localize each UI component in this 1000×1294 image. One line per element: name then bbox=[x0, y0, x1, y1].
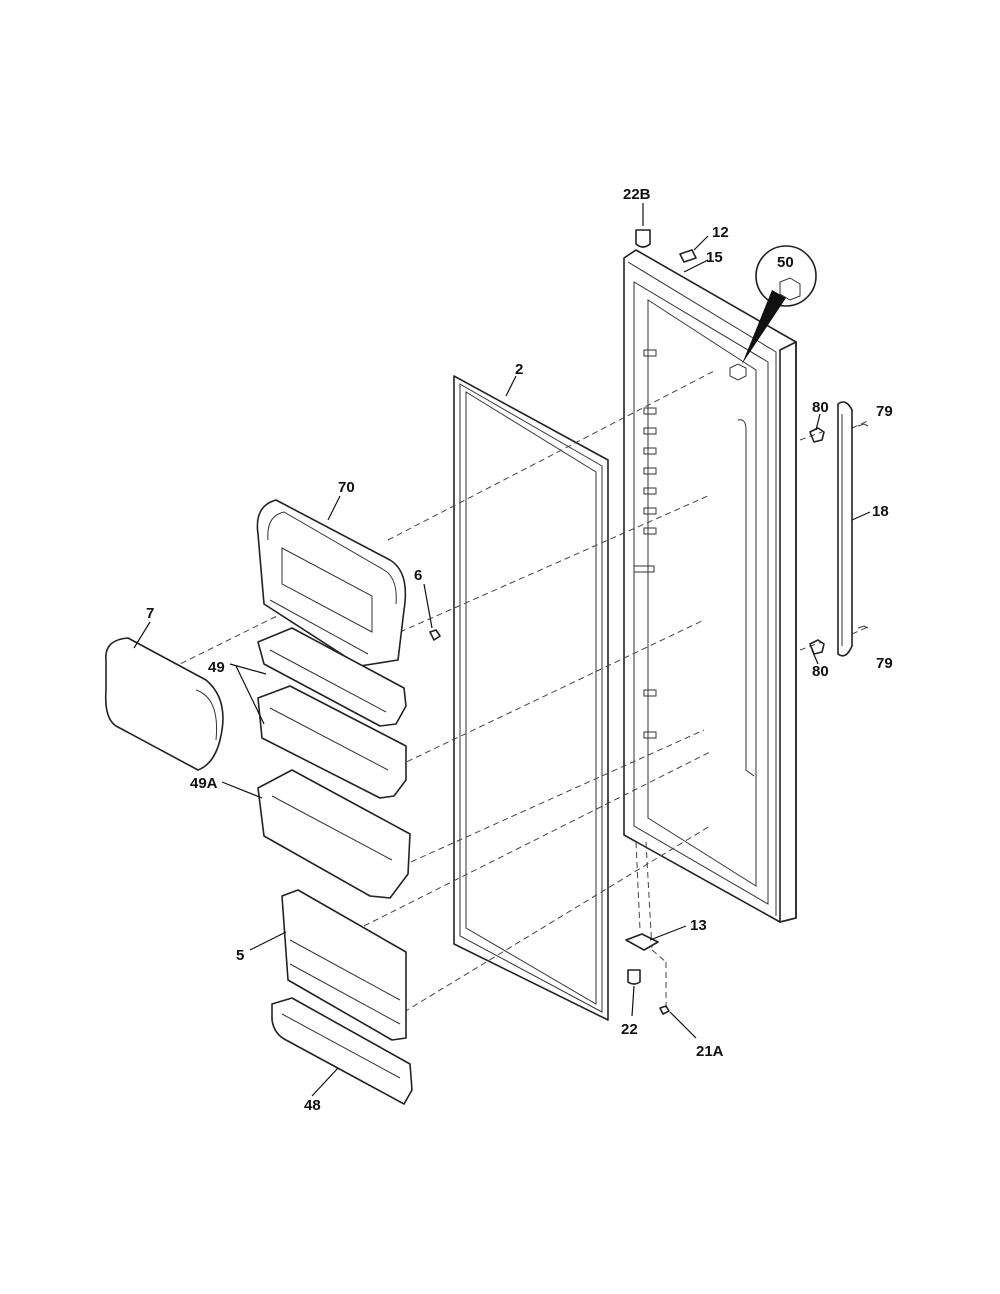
door-bins bbox=[257, 627, 407, 799]
top-bushing bbox=[635, 229, 651, 248]
label-6: 6 bbox=[414, 567, 422, 584]
label-48: 48 bbox=[304, 1097, 321, 1114]
label-2: 2 bbox=[515, 361, 523, 378]
door-shelf-slots bbox=[633, 349, 657, 739]
door-gasket bbox=[453, 375, 609, 1021]
label-12: 12 bbox=[712, 224, 729, 241]
door-panel bbox=[623, 249, 797, 923]
label-80-top: 80 bbox=[812, 399, 829, 416]
label-15: 15 bbox=[706, 249, 723, 266]
hinge-cap bbox=[679, 249, 697, 263]
label-22B: 22B bbox=[623, 186, 651, 203]
bottom-bushing bbox=[627, 969, 641, 985]
part-labels: 22B 12 15 50 2 80 79 18 70 6 7 49 80 79 … bbox=[146, 186, 893, 1114]
dairy-compartment bbox=[256, 499, 407, 667]
door-handle bbox=[837, 401, 853, 657]
label-21A: 21A bbox=[696, 1043, 724, 1060]
dairy-cover bbox=[104, 637, 224, 771]
label-79-top: 79 bbox=[876, 403, 893, 420]
label-18: 18 bbox=[872, 503, 889, 520]
handle-screw-top bbox=[809, 423, 869, 443]
label-49: 49 bbox=[208, 659, 225, 676]
label-50: 50 bbox=[777, 254, 794, 271]
label-22: 22 bbox=[621, 1021, 638, 1038]
hinge-screw bbox=[659, 1005, 670, 1015]
label-13: 13 bbox=[690, 917, 707, 934]
label-5: 5 bbox=[236, 947, 244, 964]
dairy-door-clip bbox=[429, 629, 441, 641]
bottom-bin bbox=[271, 997, 413, 1105]
leader-lines bbox=[133, 203, 871, 1097]
bottom-hinge-plate bbox=[625, 933, 659, 951]
label-79-bottom: 79 bbox=[876, 655, 893, 672]
label-70: 70 bbox=[338, 479, 355, 496]
label-80-bottom: 80 bbox=[812, 663, 829, 680]
detail-callout-50 bbox=[742, 245, 817, 364]
door-bin-large bbox=[257, 769, 411, 899]
handle-screw-bottom bbox=[809, 625, 869, 655]
label-7: 7 bbox=[146, 605, 154, 622]
label-49A: 49A bbox=[190, 775, 218, 792]
can-rack bbox=[281, 889, 407, 1041]
